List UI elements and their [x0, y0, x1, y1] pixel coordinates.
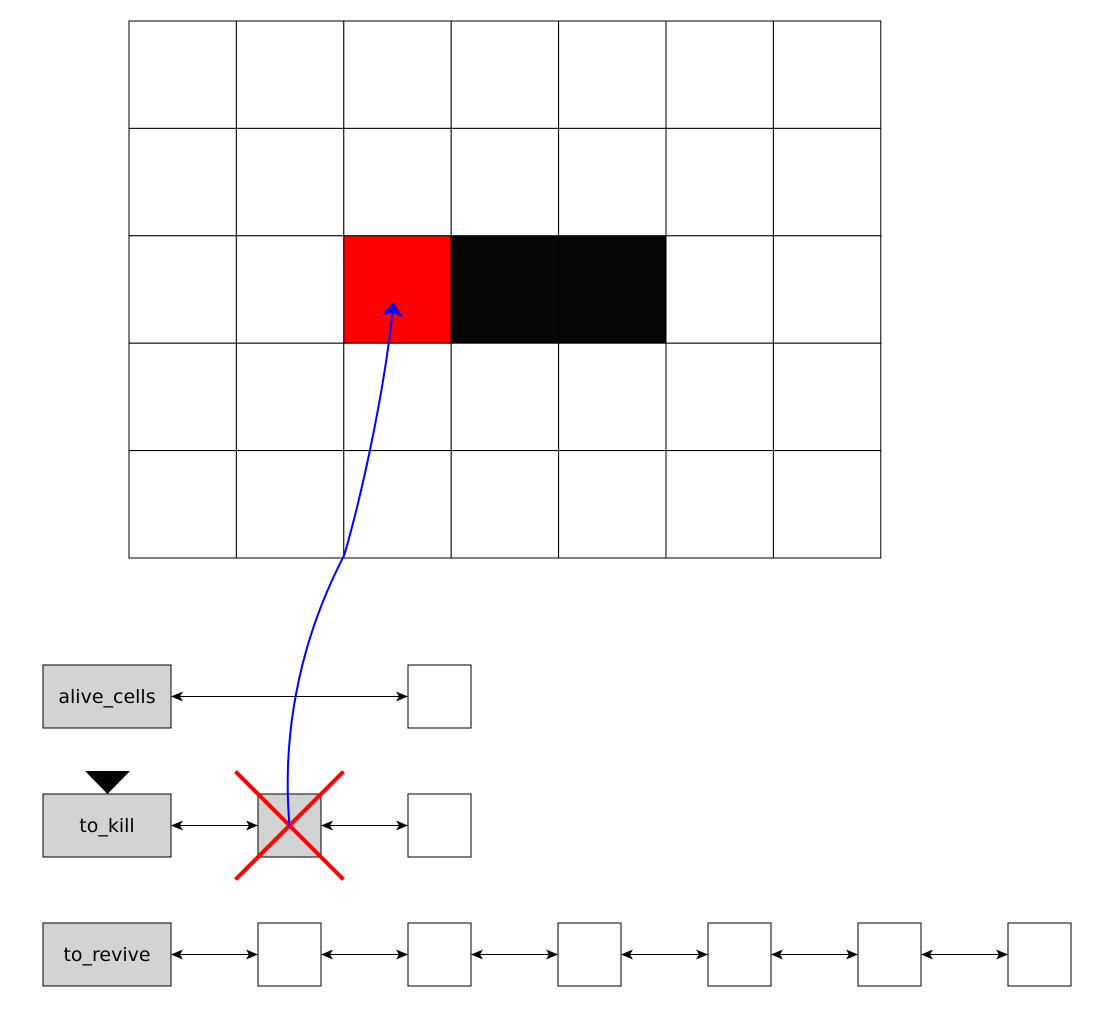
grid-cell — [235, 342, 345, 452]
current-list-marker-icon — [85, 771, 130, 794]
linked-lists: alive_cells to_kill to_revive — [42, 664, 172, 987]
grid-cell — [235, 235, 345, 344]
grid-cell — [772, 127, 882, 237]
grid-cell-highlighted — [343, 235, 452, 344]
grid-cell — [772, 20, 882, 129]
grid-cell — [343, 342, 452, 452]
list-row-to-kill: to_kill — [42, 793, 172, 858]
list-row-to-revive: to_revive — [42, 922, 172, 987]
list-node — [407, 664, 472, 729]
grid-cell — [665, 342, 774, 452]
list-head-box — [42, 922, 172, 987]
grid-cell-alive — [450, 235, 560, 344]
grid-cell — [558, 127, 667, 237]
grid-cell — [450, 342, 560, 452]
grid-cell — [450, 127, 560, 237]
grid-cell — [558, 450, 667, 559]
grid — [128, 20, 882, 559]
list-node — [557, 922, 622, 987]
list-head-box — [42, 793, 172, 858]
grid-cell — [665, 450, 774, 559]
grid-cell — [772, 450, 882, 559]
list-node — [257, 922, 322, 987]
grid-cell — [128, 450, 237, 559]
grid-cell — [665, 235, 774, 344]
list-node — [1007, 922, 1072, 987]
list-node — [707, 922, 772, 987]
list-head-label: to_kill — [79, 815, 134, 837]
grid-cell — [343, 450, 452, 559]
grid-cell — [235, 127, 345, 237]
grid-cell — [665, 20, 774, 129]
grid-cell — [128, 127, 237, 237]
list-node — [407, 922, 472, 987]
list-head-label: to_revive — [63, 944, 150, 966]
grid-cell-alive — [558, 235, 667, 344]
list-node — [857, 922, 922, 987]
list-head-box — [42, 664, 172, 729]
grid-cell — [772, 235, 882, 344]
grid-cell — [128, 342, 237, 452]
pointer-arrow — [286, 302, 404, 826]
grid-cell — [343, 127, 452, 237]
grid-cell — [235, 20, 345, 129]
grid-cell — [128, 235, 237, 344]
overlay — [234, 302, 404, 881]
grid-cell — [343, 20, 452, 129]
grid-cell — [128, 20, 237, 129]
grid-cell — [558, 20, 667, 129]
grid-cell — [558, 342, 667, 452]
grid-cell — [772, 342, 882, 452]
list-row-alive-cells: alive_cells — [42, 664, 172, 729]
grid-cell — [450, 20, 560, 129]
list-node — [407, 793, 472, 858]
list-head-label: alive_cells — [58, 686, 155, 708]
list-nodes — [85, 664, 1072, 987]
grid-cell — [450, 450, 560, 559]
grid-cell — [235, 450, 345, 559]
grid-cell — [665, 127, 774, 237]
